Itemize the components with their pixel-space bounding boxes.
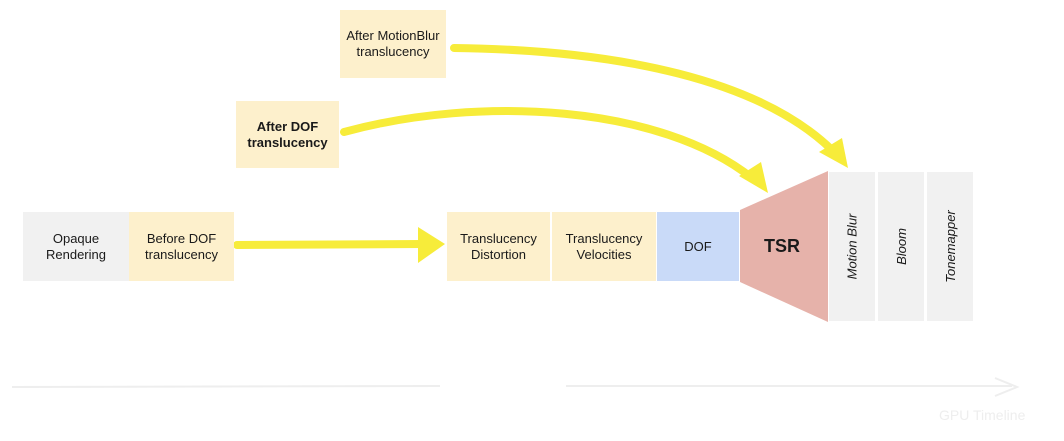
motion-blur-label: Motion Blur: [844, 213, 860, 280]
opaque-rendering-box: Opaque Rendering: [23, 212, 129, 281]
translucency-velocities-label: Translucency Velocities: [565, 230, 643, 262]
motion-blur-box: Motion Blur: [829, 172, 875, 321]
opaque-rendering-label: Opaque Rendering: [46, 230, 106, 262]
after-motionblur-arrow: [450, 44, 848, 168]
translucency-distortion-box: Translucency Distortion: [447, 212, 550, 281]
tsr-label: TSR: [764, 236, 800, 256]
dof-label: DOF: [684, 238, 712, 254]
gpu-timeline-label: GPU Timeline: [939, 407, 1026, 423]
translucency-distortion-label: Translucency Distortion: [460, 230, 537, 262]
dof-box: DOF: [657, 212, 739, 281]
after-motionblur-translucency-box: After MotionBlur translucency: [340, 10, 446, 78]
bloom-box: Bloom: [878, 172, 924, 321]
tsr-box: TSR: [752, 226, 812, 266]
bloom-label: Bloom: [893, 228, 909, 265]
before-dof-arrow: [233, 227, 445, 263]
before-dof-translucency-box: Before DOF translucency: [129, 212, 234, 281]
after-dof-arrow: [340, 107, 768, 193]
after-dof-translucency-box: After DOF translucency: [236, 101, 339, 168]
after-motionblur-translucency-label: After MotionBlur translucency: [346, 28, 440, 59]
timeline-arrow: [11, 377, 1020, 397]
before-dof-translucency-label: Before DOF translucency: [145, 230, 218, 262]
after-dof-translucency-label: After DOF translucency: [247, 118, 328, 150]
translucency-velocities-box: Translucency Velocities: [552, 212, 656, 281]
tsr-trapezoid: [740, 171, 828, 322]
tonemapper-box: Tonemapper: [927, 172, 973, 321]
tonemapper-label: Tonemapper: [942, 210, 958, 283]
